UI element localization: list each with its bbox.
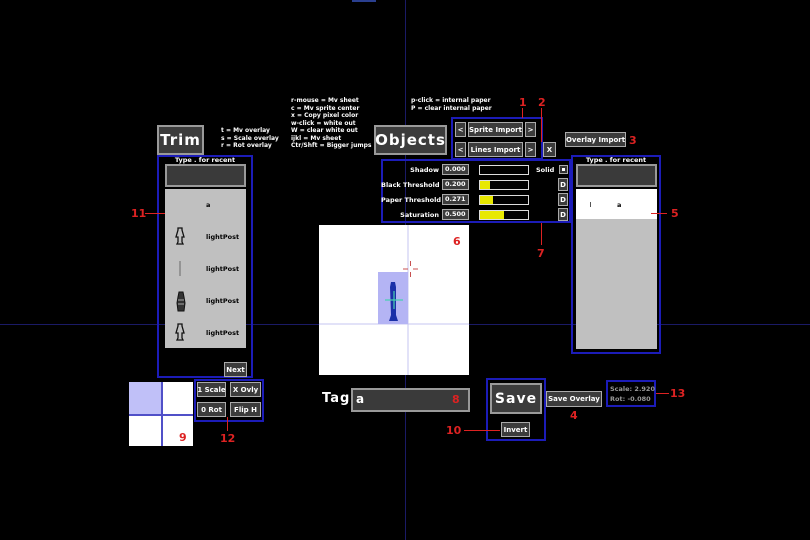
right-list-item[interactable] — [576, 189, 657, 219]
annotation-12: 12 — [220, 432, 236, 445]
black-threshold-value-field[interactable]: 0.200 — [442, 179, 469, 190]
tag-input[interactable] — [351, 388, 470, 412]
sprite-import-button[interactable]: Sprite Import — [468, 122, 523, 137]
overlay-transform-panel — [194, 379, 264, 422]
right-list-title: Type . for recent — [585, 156, 647, 164]
solid-checkbox[interactable] — [559, 165, 568, 174]
annotation-5: 5 — [671, 207, 679, 220]
left-list-item-label: a — [206, 201, 211, 209]
paper-threshold-slider[interactable] — [479, 195, 529, 205]
next-button[interactable]: Next — [224, 362, 247, 377]
annotation-5-leader — [651, 213, 667, 214]
annotation-2: 2 — [538, 96, 546, 109]
left-list-item[interactable]: lightPost — [165, 253, 246, 285]
left-list-item-label: lightPost — [206, 265, 240, 273]
left-list-title: Type . for recent — [174, 156, 236, 164]
invert-button[interactable]: Invert — [501, 422, 530, 437]
scale-readout: Scale: 2.920 — [610, 385, 655, 393]
black-threshold-slider-fill — [480, 181, 490, 189]
rot-0-button[interactable]: 0 Rot — [197, 402, 226, 417]
trim-button[interactable]: Trim — [157, 125, 204, 155]
annotation-8: 8 — [452, 393, 460, 406]
left-search-input[interactable] — [165, 164, 246, 187]
save-button[interactable]: Save — [490, 383, 542, 414]
sprite-prev-button[interactable]: < — [455, 122, 466, 137]
annotation-13: 13 — [670, 387, 686, 400]
black-threshold-default-button[interactable]: D — [558, 178, 568, 191]
shadow-value-field[interactable]: 0.000 — [442, 164, 469, 175]
crosshair-icon — [403, 261, 418, 277]
annotation-13-leader — [656, 393, 669, 394]
overlay-import-button[interactable]: Overlay Import — [565, 132, 626, 147]
objects-button[interactable]: Objects — [374, 125, 447, 155]
left-sprite-list-panel — [157, 155, 253, 378]
shadow-slider[interactable] — [479, 165, 529, 175]
annotation-10: 10 — [446, 424, 462, 437]
tag-label: Tag — [322, 391, 351, 406]
pole-icon — [175, 259, 185, 281]
black-threshold-slider[interactable] — [479, 180, 529, 190]
close-x-button[interactable]: X — [543, 142, 556, 157]
lines-prev-button[interactable]: < — [455, 142, 466, 157]
saturation-default-button[interactable]: D — [558, 208, 568, 221]
left-list-item-label: lightPost — [206, 297, 240, 305]
annotation-11-leader — [145, 213, 165, 214]
annotation-7: 7 — [537, 247, 545, 260]
left-list-item[interactable]: a — [165, 189, 246, 221]
black-threshold-label: Black Threshold — [381, 181, 440, 189]
annotation-7-leader — [541, 223, 542, 245]
left-list-item-label: lightPost — [206, 233, 240, 241]
lantern-icon — [175, 323, 185, 345]
thin-line-icon — [590, 202, 591, 207]
lines-import-button[interactable]: Lines Import — [468, 142, 523, 157]
left-item-list — [165, 189, 246, 348]
lines-next-button[interactable]: > — [525, 142, 536, 157]
annotation-6: 6 — [453, 235, 461, 248]
annotation-9: 9 — [179, 431, 187, 444]
shadow-label: Shadow — [410, 166, 439, 174]
saturation-value-field[interactable]: 0.500 — [442, 209, 469, 220]
saturation-slider-fill — [480, 211, 504, 219]
paper-threshold-label: Paper Threshold — [381, 196, 442, 204]
lantern-icon — [175, 227, 185, 249]
flip-h-button[interactable]: Flip H — [230, 402, 261, 417]
right-overlay-list-panel — [571, 155, 661, 354]
left-list-item[interactable]: lightPost — [165, 221, 246, 253]
saturation-slider[interactable] — [479, 210, 529, 220]
paper-threshold-value-field[interactable]: 0.271 — [442, 194, 469, 205]
help-paper-keys: p-click = internal paper P = clear inter… — [411, 97, 492, 112]
ornate-post-icon — [175, 291, 187, 317]
annotation-12-leader — [227, 417, 228, 431]
saturation-label: Saturation — [400, 211, 439, 219]
x-ovly-button[interactable]: X Ovly — [230, 382, 261, 397]
annotation-2-leader — [541, 108, 542, 142]
paper-threshold-slider-fill — [480, 196, 493, 204]
left-list-item-label: lightPost — [206, 329, 240, 337]
threshold-panel — [381, 159, 571, 223]
scale-1-button[interactable]: 1 Scale — [197, 382, 226, 397]
tag-input-value: a — [356, 392, 365, 406]
annotation-10-leader — [464, 430, 500, 431]
help-sheet-keys: r-mouse = Mv sheet c = Mv sprite center … — [291, 97, 372, 149]
save-panel — [486, 378, 546, 441]
left-list-item[interactable]: lightPost — [165, 285, 246, 317]
overlay-preview — [129, 382, 193, 446]
save-overlay-button[interactable]: Save Overlay — [546, 391, 602, 407]
annotation-1-leader — [522, 108, 523, 118]
scale-rot-readout — [606, 380, 656, 407]
annotation-3: 3 — [629, 134, 637, 147]
paper-threshold-default-button[interactable]: D — [558, 193, 568, 206]
right-list-item-label: a — [617, 201, 622, 209]
sprite-canvas[interactable] — [319, 225, 469, 375]
solid-label: Solid — [536, 166, 555, 174]
annotation-1: 1 — [519, 96, 527, 109]
sprite-next-button[interactable]: > — [525, 122, 536, 137]
annotation-11: 11 — [131, 207, 147, 220]
top-marker — [352, 0, 376, 2]
annotation-4: 4 — [570, 409, 578, 422]
right-search-input[interactable] — [576, 164, 657, 187]
rot-readout: Rot: -0.080 — [610, 395, 651, 403]
help-overlay-keys: t = Mv overlay s = Scale overlay r = Rot… — [221, 127, 279, 149]
left-list-item[interactable]: lightPost — [165, 317, 246, 349]
